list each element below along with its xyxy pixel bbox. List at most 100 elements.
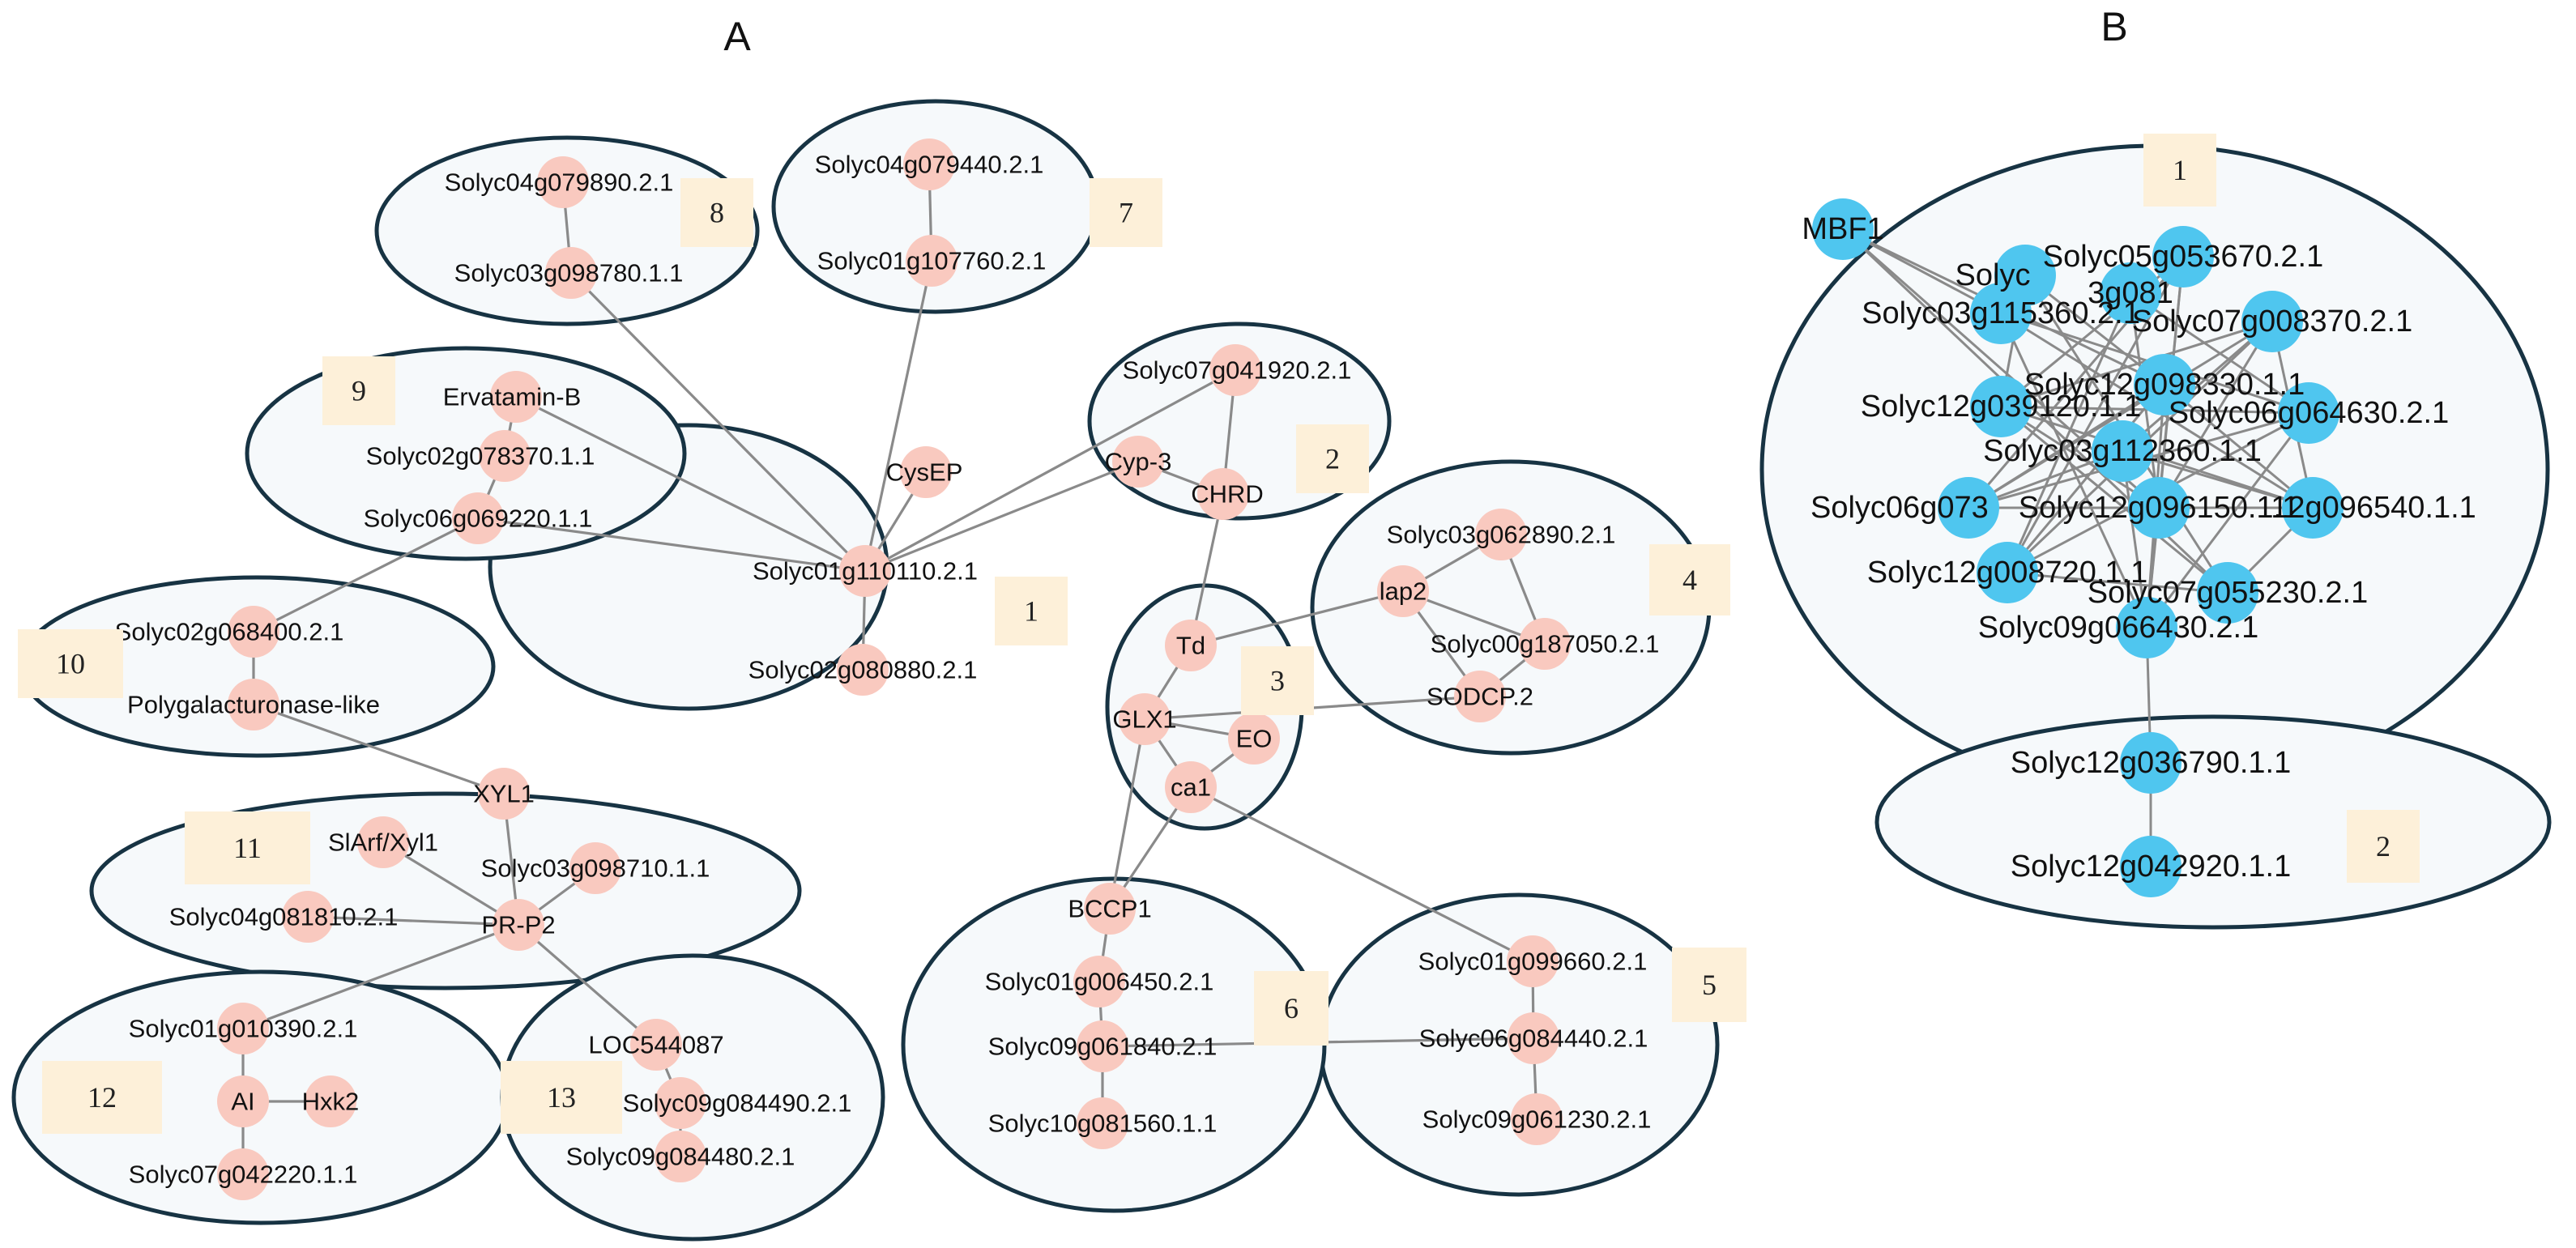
node-label-b_solyc12g008720: Solyc12g008720.1.1 xyxy=(1867,556,2148,590)
node-label-a_ca1: ca1 xyxy=(1171,773,1211,802)
node-a_solyc00g187050[interactable] xyxy=(1519,618,1571,670)
node-b_solyc07g008370[interactable] xyxy=(2241,291,2303,352)
node-a_solyc10g081560[interactable] xyxy=(1077,1097,1128,1149)
cluster-number: 1 xyxy=(2173,154,2187,186)
node-label-a_td: Td xyxy=(1176,632,1205,660)
node-a_td[interactable] xyxy=(1165,620,1217,671)
edge-b_solyc12g039120-b_solyc12g096540 xyxy=(2000,405,2314,509)
node-a_ca1[interactable] xyxy=(1165,761,1217,813)
cluster-badge-a13: 13 xyxy=(501,1061,622,1134)
node-a_solyc04g081810[interactable] xyxy=(282,891,334,943)
node-label-b_solyc12g096150: Solyc12g096150.1.1 xyxy=(2019,491,2300,525)
node-b_mbf1[interactable] xyxy=(1812,198,1874,260)
node-b_solyc03g115360[interactable] xyxy=(1970,283,2032,344)
node-label-a_solyc09g084490: Solyc09g084490.2.1 xyxy=(623,1089,852,1118)
node-label-a_xyl1: XYL1 xyxy=(473,780,535,808)
node-a_cysep[interactable] xyxy=(900,446,952,498)
cluster-badge-a11: 11 xyxy=(185,811,310,884)
node-label-b_solyc03g115360: Solyc03g115360.2.1 xyxy=(1862,296,2140,330)
node-label-a_polygal: Polygalacturonase-like xyxy=(127,691,380,719)
cluster-number: 9 xyxy=(352,375,366,407)
node-b_solyc12g039120[interactable] xyxy=(1970,376,2032,437)
node-a_loc544087[interactable] xyxy=(630,1019,682,1071)
node-b_g081[interactable] xyxy=(2100,262,2161,324)
node-a_solyc07g041920[interactable] xyxy=(1209,344,1261,396)
node-b_solyc05g053670[interactable] xyxy=(2152,226,2214,288)
edge-a_prp2-a_solyc01g010390 xyxy=(242,923,519,1030)
cluster-badge-bg xyxy=(1649,544,1730,615)
node-a_lap2[interactable] xyxy=(1377,565,1429,617)
node-a_solyc09g084480[interactable] xyxy=(655,1131,706,1182)
edge-a_td-a_lap2 xyxy=(1190,590,1404,647)
node-a_solyc03g098710[interactable] xyxy=(569,842,621,894)
node-a_solyc01g107760[interactable] xyxy=(906,235,957,287)
node-a_solyc06g069220[interactable] xyxy=(452,492,504,544)
node-a_solyc03g098780[interactable] xyxy=(545,247,597,299)
node-a_polygal[interactable] xyxy=(228,679,279,730)
cluster-number: 12 xyxy=(87,1081,117,1114)
cluster-number: 7 xyxy=(1119,197,1133,229)
node-a_solyc04g079440[interactable] xyxy=(903,138,955,190)
node-a_sodcp2[interactable] xyxy=(1454,671,1506,722)
node-a_solyc01g006450[interactable] xyxy=(1073,956,1125,1007)
node-label-a_solyc02g078370: Solyc02g078370.1.1 xyxy=(366,442,595,471)
cluster-badge-a4: 4 xyxy=(1649,544,1730,615)
node-label-a_solyc00g187050: Solyc00g187050.2.1 xyxy=(1431,630,1660,658)
edge-b_g081-b_solyc12g008720 xyxy=(2006,292,2132,573)
node-label-b_solyc09g066430: Solyc09g066430.2.1 xyxy=(1978,611,2259,645)
node-a_solyc07g042220[interactable] xyxy=(217,1148,269,1200)
node-a_solyc01g110110[interactable] xyxy=(839,545,891,597)
node-a_xyl1[interactable] xyxy=(478,768,530,820)
node-a_solyc09g061230[interactable] xyxy=(1511,1093,1563,1145)
node-label-a_sodcp2: SODCP.2 xyxy=(1427,683,1533,711)
edge-a_solyc04g081810-a_prp2 xyxy=(307,915,519,926)
node-a_solyc06g084440[interactable] xyxy=(1508,1012,1559,1064)
node-a_glx1[interactable] xyxy=(1119,693,1171,745)
node-label-a_hxk2: Hxk2 xyxy=(302,1088,360,1116)
node-a_solyc01g099660[interactable] xyxy=(1507,935,1559,987)
node-a_solyc02g080880[interactable] xyxy=(837,644,889,696)
node-b_solyc12g098330[interactable] xyxy=(2134,354,2195,415)
node-a_solyc04g079890[interactable] xyxy=(537,156,589,208)
cluster-badge-a7: 7 xyxy=(1090,178,1162,247)
node-b_solyc03g112360[interactable] xyxy=(2092,420,2153,482)
cluster-badge-bg xyxy=(185,811,310,884)
node-b_solyc12g042920[interactable] xyxy=(2120,836,2181,897)
node-a_chrd[interactable] xyxy=(1197,468,1249,520)
edge-b_g081-b_solyc06g064630 xyxy=(2130,292,2309,415)
node-a_prp2[interactable] xyxy=(493,899,544,951)
node-b_solyc06g064630[interactable] xyxy=(2278,382,2339,444)
node-b_solyc12g096150[interactable] xyxy=(2128,477,2190,539)
node-a_solyc03g062890[interactable] xyxy=(1475,509,1527,560)
node-a_solyc09g084490[interactable] xyxy=(655,1077,706,1129)
node-b_solyc12g008720[interactable] xyxy=(1977,542,2038,603)
node-a_eo[interactable] xyxy=(1228,713,1280,765)
cluster-badge-b1: 1 xyxy=(2143,134,2216,207)
node-a_solyc02g078370[interactable] xyxy=(479,430,531,482)
node-b_solyc07g055230[interactable] xyxy=(2197,562,2258,624)
cluster-badge-a2: 2 xyxy=(1296,424,1369,493)
node-a_ai[interactable] xyxy=(217,1075,269,1127)
cluster-badge-bg xyxy=(680,178,753,247)
node-a_ervatamin[interactable] xyxy=(490,371,542,423)
cluster-badge-bg xyxy=(1296,424,1369,493)
cluster-badge-a8: 8 xyxy=(680,178,753,247)
node-label-a_ai: AI xyxy=(231,1088,254,1116)
node-a_bccp1[interactable] xyxy=(1084,883,1136,935)
node-b_solyc06g073[interactable] xyxy=(1938,477,1999,539)
node-a_slarf[interactable] xyxy=(357,816,409,868)
node-a_solyc01g010390[interactable] xyxy=(217,1003,269,1054)
edge-b_solyc12g096150-b_solyc12g039120 xyxy=(2000,405,2160,509)
edge-a_solyc01g110110-a_ervatamin xyxy=(515,395,866,573)
cluster-number: 1 xyxy=(1024,595,1039,628)
node-a_solyc09g061840[interactable] xyxy=(1077,1020,1128,1072)
node-a_cyp3[interactable] xyxy=(1112,436,1164,488)
node-b_solyc09g066430[interactable] xyxy=(2116,597,2177,658)
node-label-b_solyc06g073: Solyc06g073 xyxy=(1810,491,1989,525)
edge-b_solyc12g098330-b_solyc12g008720 xyxy=(2006,384,2166,573)
node-a_solyc02g068400[interactable] xyxy=(228,606,279,658)
node-a_hxk2[interactable] xyxy=(305,1075,356,1127)
node-b_solyc12g096540[interactable] xyxy=(2282,477,2344,539)
node-b_solyc12g036790[interactable] xyxy=(2120,732,2181,794)
